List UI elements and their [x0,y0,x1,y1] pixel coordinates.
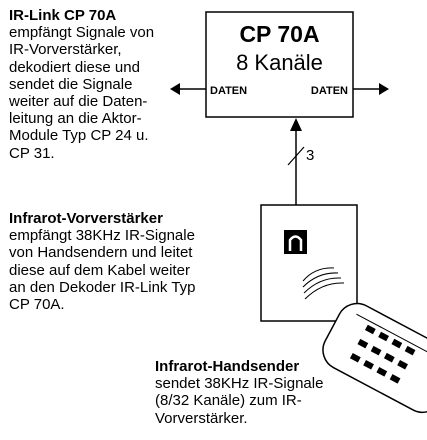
ir-sensor-icon [284,230,307,254]
decoder-port-right-label: DATEN [311,85,348,97]
handsender-description: Infrarot-Handsender sendet 38KHz IR-Sign… [155,358,370,427]
handsender-body: sendet 38KHz IR-Signale (8/32 Kanäle) zu… [155,375,324,427]
preamp-box-frame [260,204,358,322]
irlink-heading: IR-Link CP 70A [9,7,117,24]
preamp-box [260,204,358,322]
ir-signal-waves-icon [302,267,345,300]
decoder-title: CP 70A [239,21,319,47]
remote-control-icon [322,302,427,414]
decoder-port-left-label: DATEN [210,85,247,97]
ir-sensor-window [288,235,303,251]
preamp-body: empfängt 38KHz IR-Signale von Handsender… [9,227,196,314]
decoder-box-frame [205,11,354,118]
preamp-heading: Infrarot-Vorverstärker [9,210,163,227]
handsender-heading: Infrarot-Handsender [155,358,300,375]
decoder-box: CP 70A 8 Kanäle DATEN DATEN [205,11,354,118]
irlink-description: IR-Link CP 70A empfängt Signale von IR-V… [9,7,209,162]
cable-slash [287,146,305,166]
irlink-body: empfängt Signale von IR-Vorverstärker, d… [9,24,155,162]
decoder-subtitle: 8 Kanäle [236,50,323,75]
cable-wire-count: 3 [306,147,314,164]
data-out-left-arrow [170,83,206,95]
data-out-right-arrow [353,83,389,95]
cable-arrow: 3 [287,118,314,205]
preamp-description: Infrarot-Vorverstärker empfängt 38KHz IR… [9,210,254,313]
